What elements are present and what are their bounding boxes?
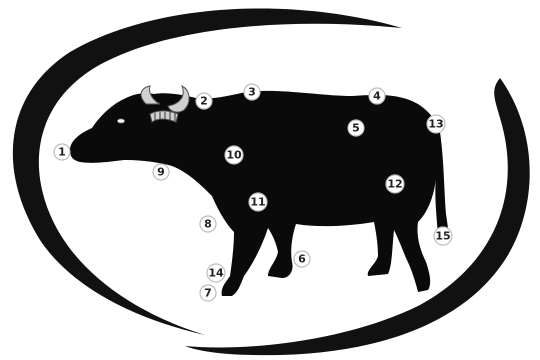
marker-7: 7 (200, 285, 216, 301)
marker-3: 3 (244, 84, 260, 100)
eye-icon (118, 119, 125, 123)
marker-12-label: 12 (387, 178, 402, 191)
marker-8-label: 8 (204, 218, 212, 231)
marker-4-label: 4 (373, 90, 381, 103)
marker-7-label: 7 (204, 287, 212, 300)
marker-10: 10 (225, 146, 243, 164)
marker-1: 1 (54, 144, 70, 160)
marker-6: 6 (294, 251, 310, 267)
marker-4: 4 (369, 88, 385, 104)
marker-6-label: 6 (298, 253, 306, 266)
marker-2: 2 (196, 93, 212, 109)
marker-14: 14 (207, 264, 225, 282)
marker-10-label: 10 (226, 149, 242, 162)
marker-8: 8 (200, 216, 216, 232)
marker-13-label: 13 (428, 118, 443, 131)
marker-14-label: 14 (208, 267, 224, 280)
marker-11: 11 (249, 193, 267, 211)
marker-15-label: 15 (435, 230, 450, 243)
marker-1-label: 1 (58, 146, 66, 159)
marker-5-label: 5 (352, 122, 360, 135)
marker-11-label: 11 (250, 196, 265, 209)
marker-9-label: 9 (157, 166, 165, 179)
marker-5: 5 (348, 120, 364, 136)
marker-3-label: 3 (248, 86, 256, 99)
marker-13: 13 (427, 115, 445, 133)
marker-2-label: 2 (200, 95, 208, 108)
marker-12: 12 (386, 175, 404, 193)
marker-9: 9 (153, 164, 169, 180)
marker-15: 15 (434, 227, 452, 245)
